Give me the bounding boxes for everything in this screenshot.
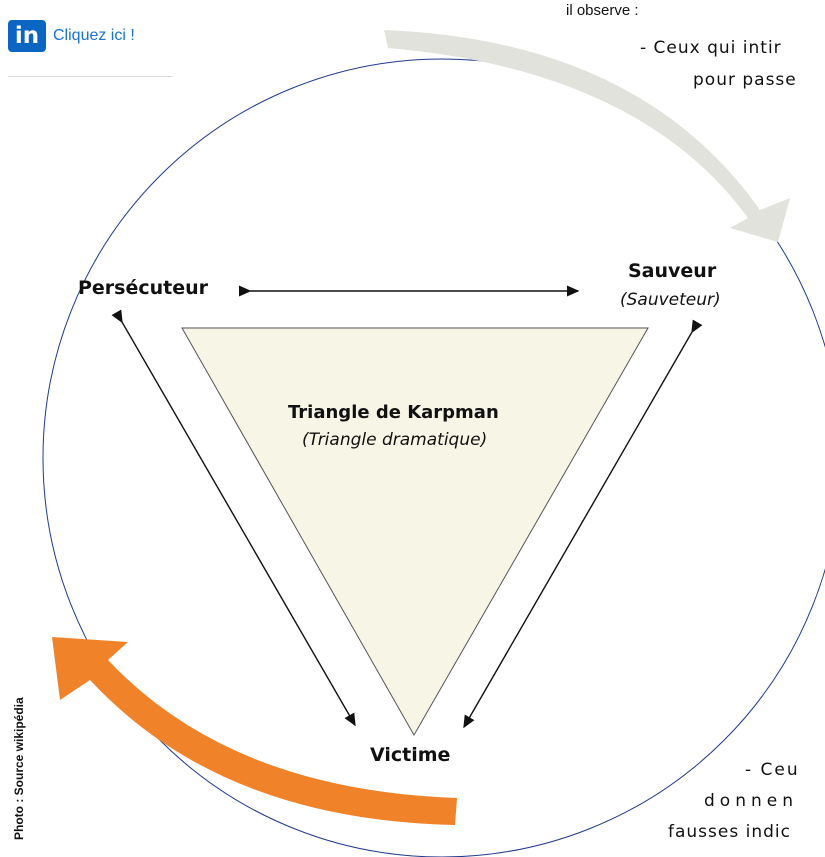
gray-cycle-arrow	[384, 30, 790, 242]
orange-cycle-arrow	[52, 637, 457, 825]
diagram-title: Triangle de Karpman	[288, 402, 499, 423]
arrow-persecutor-victim	[111, 309, 356, 727]
side-text-bottom-2: donnen	[704, 791, 798, 811]
photo-credit: Photo : Source wikipédia	[12, 697, 26, 840]
side-text-bottom-3: fausses indic	[668, 822, 791, 842]
cycle-circle	[42, 58, 825, 857]
side-text-top-3: pour passe	[693, 70, 797, 90]
diagram-subtitle: (Triangle dramatique)	[302, 430, 488, 450]
side-text-bottom-1: - Ceu	[745, 760, 800, 780]
side-text-top-2: - Ceux qui intir	[640, 38, 782, 58]
arrow-savior-victim	[463, 319, 703, 729]
node-savior-alt: (Sauveteur)	[620, 290, 721, 310]
linkedin-link[interactable]: Cliquez ici !	[53, 27, 135, 44]
linkedin-icon[interactable]: in	[8, 20, 46, 52]
divider	[8, 76, 173, 77]
karpman-triangle	[181, 327, 649, 737]
node-persecutor: Persécuteur	[78, 277, 209, 299]
node-victim: Victime	[370, 744, 451, 766]
side-text-top-1: il observe :	[566, 2, 639, 19]
node-savior: Sauveur	[628, 260, 717, 282]
